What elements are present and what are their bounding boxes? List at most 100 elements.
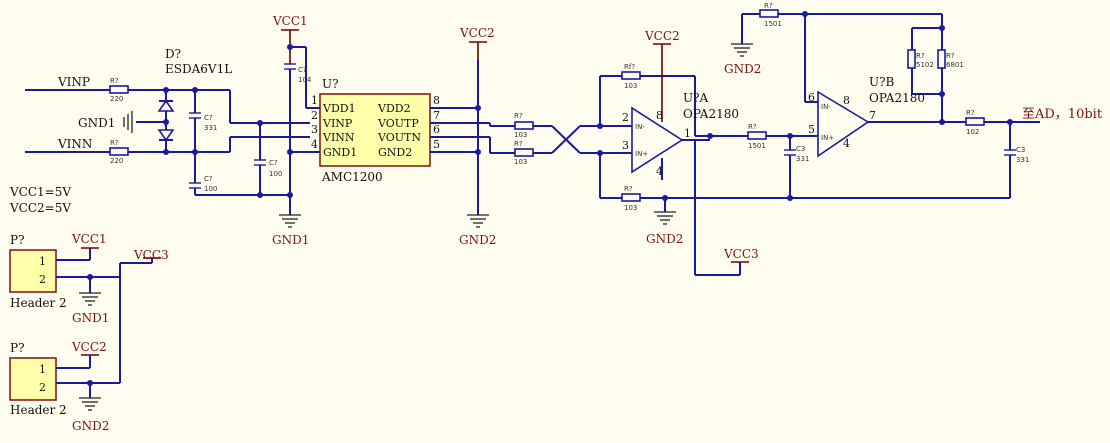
cap-diff-value: 100 <box>269 170 282 178</box>
header-1-gnd1: GND1 <box>72 311 109 325</box>
amc-pin-num: 6 <box>433 123 440 136</box>
opamp-b-minus: IN- <box>821 103 831 111</box>
resistor-gnd-a-value: 103 <box>624 204 637 212</box>
resistor-vinp-value: 220 <box>110 95 123 103</box>
resistor-gnd-a <box>621 193 641 202</box>
opamp-a-pin-out: 1 <box>684 127 691 140</box>
header-1-pin1: 1 <box>39 255 46 268</box>
input-section: VINP VINN R? 220 R? 220 D? ESDA6V1L <box>25 47 310 198</box>
resistor-fb-b2-ref: R? <box>946 52 955 60</box>
opamp-b-stage: R? 1501 C3 331 R? 1501 GND2 R? 5 102 <box>724 2 1103 201</box>
resistor-fb-b2-value: 6801 <box>946 61 964 69</box>
cap-vinn-value: 100 <box>204 185 217 193</box>
resistor-fb-a-value: 103 <box>624 82 637 90</box>
opamp-b-pin-plus: 5 <box>808 123 815 136</box>
signal-vinp-label: VINP <box>57 75 90 89</box>
resistor-ab-value: 1501 <box>748 142 766 150</box>
resistor-out-value: 102 <box>966 128 979 136</box>
opamp-b-symbol <box>817 90 870 158</box>
esd-diode: D? ESDA6V1L GND1 <box>78 47 232 155</box>
opamp-b-designator: U?B <box>869 75 895 89</box>
header-2-vcc2: VCC2 <box>71 340 107 354</box>
junction <box>787 195 793 201</box>
header-2-pin1: 1 <box>39 363 46 376</box>
junction <box>163 149 169 155</box>
cap-diff-ref: C? <box>269 159 278 167</box>
amc-pin-num: 3 <box>311 123 318 136</box>
resistor-vinp-ref: R? <box>110 77 119 85</box>
amc-pin-voutn: VOUTN <box>377 131 421 144</box>
resistor-a-to-b <box>747 131 767 140</box>
opamp-b-pin-minus: 6 <box>808 91 815 104</box>
junction <box>802 11 808 17</box>
cap-vinp-ref: C? <box>204 114 213 122</box>
gnd2-b-label: GND2 <box>724 62 761 76</box>
diode-symbol-top <box>157 99 175 112</box>
amc-pin-num: 1 <box>311 94 318 107</box>
amc1200-block: VCC1 C? 104 GND1 U? AMC1200 VDD1 VINP VI… <box>272 14 515 247</box>
wire <box>551 125 581 154</box>
junction <box>192 149 198 155</box>
header-1: P? 1 2 Header 2 VCC1 GND1 VCC3 <box>9 232 169 383</box>
opamp-a-stage: R? 103 R? 103 Rf? 103 R? 103 GND2 <box>514 29 1010 276</box>
resistor-vinn-value: 220 <box>110 157 123 165</box>
cap-vdd1-ref: C? <box>298 66 307 74</box>
opamp-b-part: OPA2180 <box>869 91 925 105</box>
resistor-feedback-a <box>621 71 641 80</box>
opamp-a-plus: IN+ <box>635 150 648 158</box>
resistor-in-bot-ref: R? <box>514 140 523 148</box>
gnd2-a-label: GND2 <box>646 232 683 246</box>
junction <box>939 119 945 125</box>
opamp-a-pin-minus: 2 <box>622 111 629 124</box>
opamp-a-part: OPA2180 <box>683 107 739 121</box>
cap-out-value: 331 <box>1016 156 1029 164</box>
resistor-in-top-ref: R? <box>514 112 523 120</box>
junction <box>192 87 198 93</box>
resistor-vinn <box>109 147 129 156</box>
junction <box>287 192 293 198</box>
resistor-fb-a-ref: Rf? <box>624 63 635 71</box>
resistor-gnd-a-ref: R? <box>624 185 633 193</box>
resistor-out <box>965 117 985 126</box>
amc-part: AMC1200 <box>321 170 383 184</box>
cap-b-in-value: 331 <box>796 155 809 163</box>
vcc3-a-label: VCC3 <box>723 247 759 261</box>
opamp-b-pin-vminus: 4 <box>843 137 850 150</box>
gnd2-label: GND2 <box>459 233 496 247</box>
amc-pin-voutp: VOUTP <box>377 117 419 130</box>
vcc1-label: VCC1 <box>272 14 308 28</box>
resistor-in-bot-value: 103 <box>514 158 527 166</box>
vcc2-a-label: VCC2 <box>644 29 680 43</box>
header-1-body <box>9 249 57 293</box>
diode-symbol-bottom <box>157 129 175 142</box>
resistor-in-top <box>514 121 534 130</box>
opamp-b-plus: IN+ <box>821 134 834 142</box>
amc-pin-num: 5 <box>433 138 440 151</box>
resistor-fb-b1-ref: R? <box>916 52 925 60</box>
resistor-fb-b1 <box>907 49 916 69</box>
junction <box>475 149 481 155</box>
resistor-in-top-value: 103 <box>514 131 527 139</box>
amc-pin-num: 4 <box>311 138 318 151</box>
junction <box>257 192 263 198</box>
amc-pin-gnd1: GND1 <box>323 146 357 159</box>
cap-b-in-ref: C3 <box>796 145 805 153</box>
vcc2-label: VCC2 <box>459 26 495 40</box>
amc-pin-gnd2: GND2 <box>378 146 412 159</box>
diode-part: ESDA6V1L <box>165 62 232 76</box>
resistor-in-bot <box>514 148 534 157</box>
amc-pin-num: 2 <box>311 109 318 122</box>
header-2-pin2: 2 <box>39 381 46 394</box>
resistor-top-b-ref: R? <box>764 2 773 10</box>
note-vcc2: VCC2=5V <box>9 201 71 215</box>
opamp-a-pin-vminus: 4 <box>656 165 663 178</box>
resistor-top-b-value: 1501 <box>764 20 782 28</box>
header-1-pin2: 2 <box>39 273 46 286</box>
amc-designator: U? <box>322 77 339 91</box>
amc-pin-vinn: VINN <box>322 131 355 144</box>
gnd1-left-label: GND1 <box>78 116 115 130</box>
output-signal-label: 至AD，10bit <box>1022 107 1103 122</box>
cap-out-ref: C3 <box>1016 146 1025 154</box>
header-2-designator: P? <box>10 341 25 355</box>
